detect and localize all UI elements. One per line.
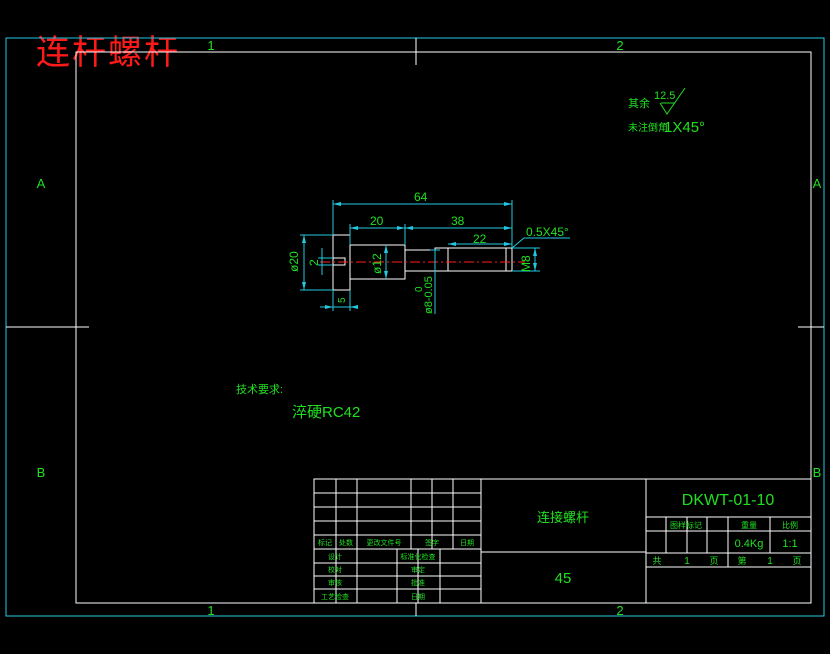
role-approve: 批准 <box>411 578 425 587</box>
rev-header-sign: 签字 <box>425 538 439 547</box>
role-date: 日期 <box>411 593 425 601</box>
dim-slot-width: 2 <box>307 259 321 266</box>
roughness-symbol-icon <box>659 87 686 115</box>
weight-header: 重量 <box>741 520 757 530</box>
role-design: 设计 <box>328 552 342 561</box>
role-standard: 标准化检查 <box>401 552 436 561</box>
sheet-no-unit: 页 <box>792 556 801 566</box>
sheet-total-prefix: 共 <box>652 556 661 566</box>
part-name: 连接螺杆 <box>537 510 589 525</box>
zone-left-b: B <box>37 465 46 480</box>
zone-left-a: A <box>37 176 46 191</box>
title-block <box>313 478 812 604</box>
dim-length-20: 20 <box>370 214 384 228</box>
zone-top-2: 2 <box>616 38 623 53</box>
rev-header-date: 日期 <box>460 539 474 547</box>
weight-value: 0.4Kg <box>735 538 764 550</box>
rev-header-mark: 标记 <box>318 538 332 547</box>
dim-diameter-8-upper: 0 <box>414 286 425 292</box>
drawing-number: DKWT-01-10 <box>682 492 775 509</box>
material: 45 <box>555 570 572 587</box>
dim-thread-m8: M8 <box>519 255 533 272</box>
zone-bottom-2: 2 <box>616 603 623 618</box>
role-review: 审核 <box>328 578 342 587</box>
dim-length-38: 38 <box>451 214 465 228</box>
tech-req-item: 淬硬RC42 <box>292 404 360 421</box>
scale-value: 1:1 <box>782 538 797 550</box>
chamfer-note-value: 1X45° <box>664 119 705 136</box>
zone-bottom-1: 1 <box>207 603 214 618</box>
zone-right-b: B <box>813 465 822 480</box>
rev-header-count: 处数 <box>339 538 353 547</box>
chamfer-note-prefix: 未注倒角 <box>628 121 668 134</box>
sheet-unit: 页 <box>709 556 718 566</box>
role-process: 工艺检查 <box>321 592 349 601</box>
role-approve-check: 审定 <box>411 565 425 574</box>
stage-header: 图样标记 <box>670 520 702 530</box>
zone-marks <box>6 38 824 616</box>
dim-diameter-20: ø20 <box>287 251 301 272</box>
dimension-arrows <box>302 202 537 309</box>
dim-overall-length: 64 <box>414 190 428 204</box>
role-check: 校对 <box>328 565 342 574</box>
sheet-no: 1 <box>767 556 773 567</box>
zone-right-a: A <box>813 176 822 191</box>
dim-diameter-12: ø12 <box>370 253 384 274</box>
scale-header: 比例 <box>782 520 798 530</box>
tech-req-heading: 技术要求: <box>236 383 283 396</box>
zone-top-1: 1 <box>207 38 214 53</box>
dim-head-thickness: 5 <box>337 297 348 303</box>
surface-finish-note: 其余 12.5 未注倒角 1X45° <box>628 87 705 136</box>
dim-chamfer: 0.5X45° <box>526 225 569 239</box>
sheet-total: 1 <box>684 556 690 567</box>
sheet-no-prefix: 第 <box>737 555 746 566</box>
drawing-title: 连杆螺杆 <box>36 33 180 73</box>
rev-header-file: 更改文件号 <box>367 538 402 547</box>
dim-diameter-8-tolerance: ø8-0.05 <box>423 276 435 314</box>
finish-value: 12.5 <box>654 90 675 102</box>
dim-length-22: 22 <box>473 232 487 246</box>
finish-prefix: 其余 <box>628 96 650 110</box>
